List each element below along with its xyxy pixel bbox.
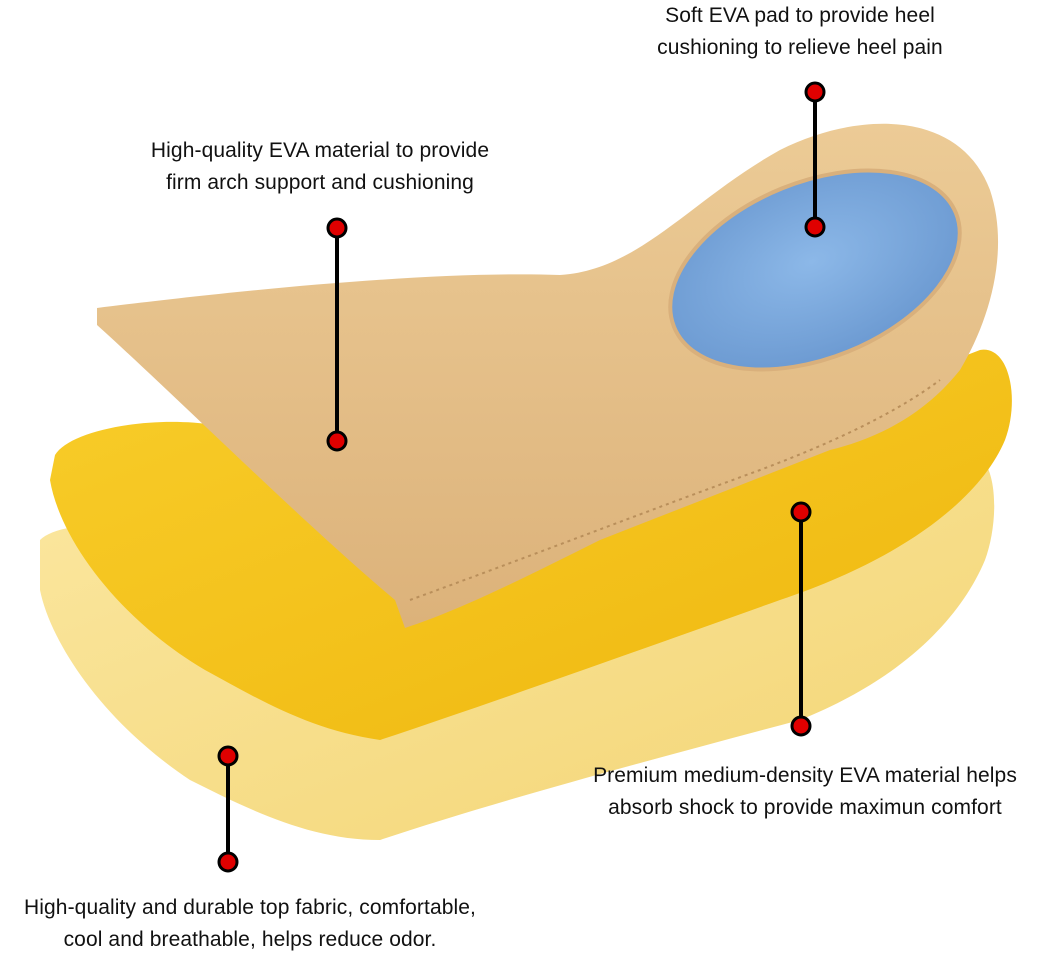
top-fabric-annotation: High-quality and durable top fabric, com… [0, 892, 500, 956]
marker-dot [804, 216, 826, 238]
annotation-line: firm arch support and cushioning [166, 171, 474, 194]
marker-dot [804, 81, 826, 103]
marker-dot [790, 501, 812, 523]
mid-layer-annotation: Premium medium-density EVA material help… [555, 760, 1052, 824]
annotation-line: absorb shock to provide maximun comfort [608, 796, 1002, 819]
annotation-line: cushioning to relieve heel pain [657, 36, 943, 59]
blue-heel-pad [668, 168, 962, 372]
annotation-line: High-quality and durable top fabric, com… [24, 896, 476, 919]
annotation-line: High-quality EVA material to provide [150, 139, 490, 162]
annotation-line: cool and breathable, helps reduce odor. [63, 928, 437, 951]
stitch-line [409, 379, 941, 601]
callout-lines [226, 92, 817, 862]
marker-dot [790, 715, 812, 737]
marker-dot [326, 430, 348, 452]
marker-dot [326, 217, 348, 239]
marker-dot [217, 851, 239, 873]
callout-markers [217, 81, 826, 873]
annotation-line: Soft EVA pad to provide heel [665, 4, 935, 27]
marker-dot [217, 745, 239, 767]
annotation-line: Premium medium-density EVA material help… [593, 764, 1017, 787]
arch-support-annotation: High-quality EVA material to provide fir… [100, 135, 540, 199]
heel-pad-annotation: Soft EVA pad to provide heel cushioning … [600, 0, 1000, 64]
